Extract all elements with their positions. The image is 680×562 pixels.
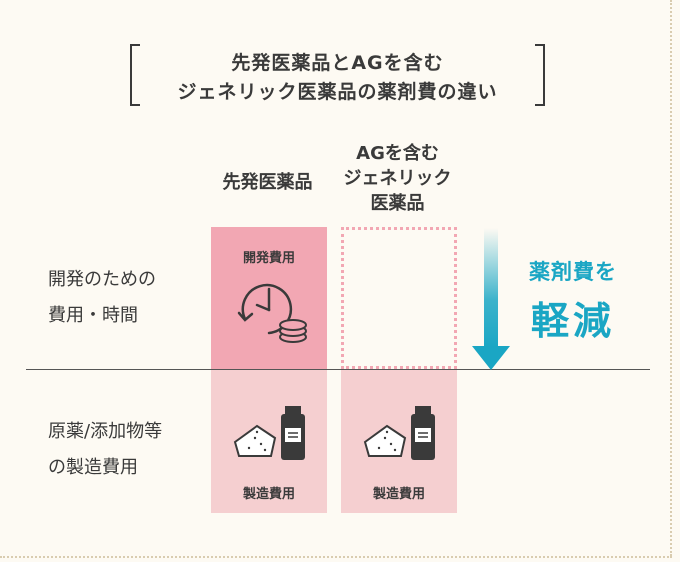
title-box: 先発医薬品とAGを含む ジェネリック医薬品の薬剤費の違い [130, 44, 545, 106]
row-label-development-line-1: 開発のための [48, 269, 156, 290]
column-header-ag-generic: AGを含む ジェネリック 医薬品 [335, 141, 460, 216]
reduce-text-line-1: 薬剤費を [529, 260, 617, 284]
row-label-manufacturing-line-1: 原薬/添加物等 [48, 421, 163, 442]
manufacturing-cost-label-original: 製造費用 [242, 487, 295, 502]
manufacturing-cost-label-ag: 製造費用 [372, 487, 425, 502]
manufacturing-cost-box-original: 製造費用 [211, 370, 327, 513]
column-header-ag-line-1: AGを含む [356, 143, 439, 164]
title-line-1: 先発医薬品とAGを含む [231, 52, 444, 74]
title-line-2: ジェネリック医薬品の薬剤費の違い [177, 81, 498, 103]
frame-dotted-bottom [0, 556, 672, 558]
right-bracket [535, 44, 545, 106]
development-cost-box: 開発費用 [211, 227, 327, 369]
row-divider [26, 369, 650, 370]
reduce-text-line-2: 軽減 [530, 299, 615, 343]
clock-coins-icon [237, 283, 307, 343]
left-bracket [130, 44, 140, 106]
row-label-manufacturing: 原薬/添加物等 の製造費用 [48, 414, 162, 486]
frame-dotted-right [670, 0, 672, 556]
column-header-original: 先発医薬品 [200, 170, 335, 195]
column-header-ag-line-2: ジェネリック [343, 168, 452, 189]
development-cost-label: 開発費用 [242, 251, 295, 266]
development-cost-placeholder-dotted [341, 227, 457, 369]
column-header-original-text: 先発医薬品 [222, 172, 313, 193]
manufacturing-cost-box-ag: 製造費用 [341, 370, 457, 513]
row-label-development-line-2: 費用・時間 [48, 305, 138, 326]
powder-bottle-icon [233, 406, 305, 460]
down-arrow-icon [472, 228, 510, 370]
row-label-development: 開発のための 費用・時間 [48, 262, 156, 334]
row-label-manufacturing-line-2: の製造費用 [48, 457, 138, 478]
powder-bottle-icon [363, 406, 435, 460]
column-header-ag-line-3: 医薬品 [370, 193, 425, 214]
